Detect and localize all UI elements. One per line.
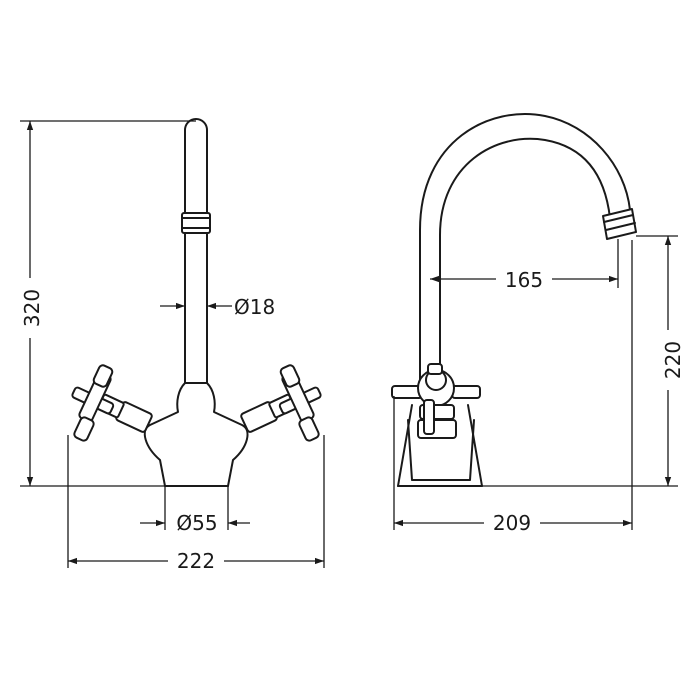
front-body xyxy=(143,382,249,487)
dim-spout-height-label: 220 xyxy=(661,341,685,379)
side-gooseneck-spout xyxy=(419,113,631,384)
dim-front-height-label: 320 xyxy=(20,289,44,327)
front-spout-tube xyxy=(184,118,208,384)
dim-overall-width-label: 222 xyxy=(177,549,215,573)
dim-spout-reach-label: 165 xyxy=(505,268,543,292)
side-view xyxy=(391,113,637,487)
dim-spout-height: 220 xyxy=(482,235,685,487)
side-handle xyxy=(391,363,481,439)
dim-spout-diameter-label: Ø18 xyxy=(234,295,275,319)
front-view xyxy=(71,118,322,487)
dim-side-depth: 209 xyxy=(393,240,633,535)
dim-spout-reach: 165 xyxy=(430,239,619,292)
front-aerator-ring xyxy=(181,212,211,234)
dim-overall-width: 222 xyxy=(67,435,325,573)
dim-base-diameter: Ø55 xyxy=(140,486,250,535)
dim-spout-diameter: Ø18 xyxy=(160,295,275,319)
front-left-handle xyxy=(71,364,153,442)
dim-front-height: 320 xyxy=(18,120,196,487)
dim-base-diameter-label: Ø55 xyxy=(176,511,217,535)
dim-side-depth-label: 209 xyxy=(493,511,531,535)
front-right-handle xyxy=(240,364,322,442)
